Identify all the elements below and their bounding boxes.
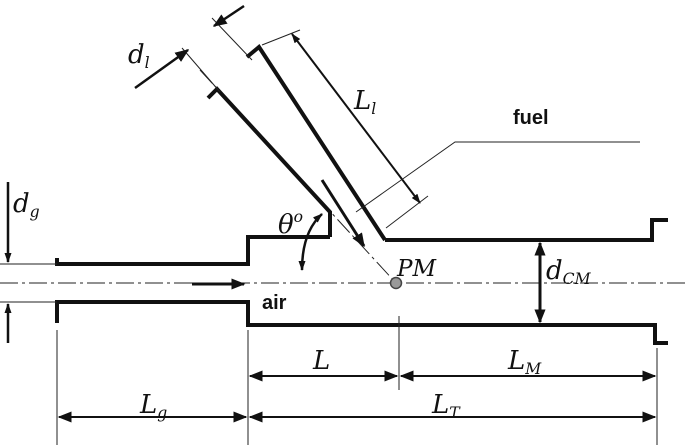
label-theta: θo	[278, 208, 304, 240]
label-air: air	[262, 292, 287, 314]
branch-left-wall	[206, 86, 332, 237]
dl-extension-1	[181, 47, 221, 93]
fuel-flow-arrow	[320, 179, 366, 248]
fuel-leader-line	[355, 141, 640, 213]
main-tube-top-wall	[55, 235, 330, 266]
label-LM: LM	[508, 346, 542, 379]
dl-arrow-lower	[134, 48, 190, 90]
main-tube-bottom-wall	[55, 300, 668, 345]
label-dCM: dCM	[546, 256, 591, 289]
label-L: L	[313, 346, 331, 376]
label-LT: LT	[432, 390, 460, 423]
Ll-extension-1	[261, 29, 301, 46]
dl-arrow-upper	[212, 4, 245, 28]
label-PM: PM	[397, 256, 437, 282]
theta-angle-arc	[298, 213, 323, 271]
label-dl: dl	[128, 40, 150, 73]
label-dg: dg	[13, 189, 40, 222]
branch-centerline	[199, 69, 397, 284]
Ll-extension-2	[385, 195, 429, 229]
main-tube-top-wall-right	[385, 218, 668, 242]
label-Ll: Ll	[354, 86, 377, 119]
pm-point	[389, 276, 403, 290]
label-fuel: fuel	[513, 107, 549, 129]
Ll-dimension-line	[291, 33, 421, 204]
label-Lg: Lg	[140, 390, 168, 423]
